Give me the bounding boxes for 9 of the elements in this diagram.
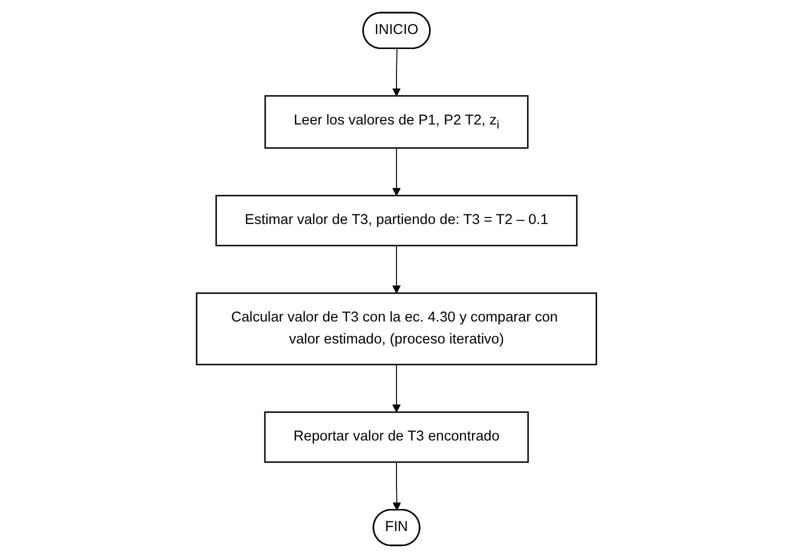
arrow [392, 245, 400, 294]
arrow [392, 148, 400, 196]
node-box: Estimar valor de T3, partiendo de: T3 = T2 – 0.1 [214, 194, 578, 246]
node-box: Reportar valor de T3 encontrado [264, 411, 528, 463]
arrow [392, 364, 400, 412]
arrow [392, 462, 400, 511]
node-box: Leer los valores de P1, P2 T2, z$_{i}$ [264, 95, 528, 149]
node-box: Calcular valor de T3 con la ec. 4.30 y comparar con valor estimado, (proceso iterativo) [195, 292, 597, 366]
arrow [392, 48, 400, 96]
